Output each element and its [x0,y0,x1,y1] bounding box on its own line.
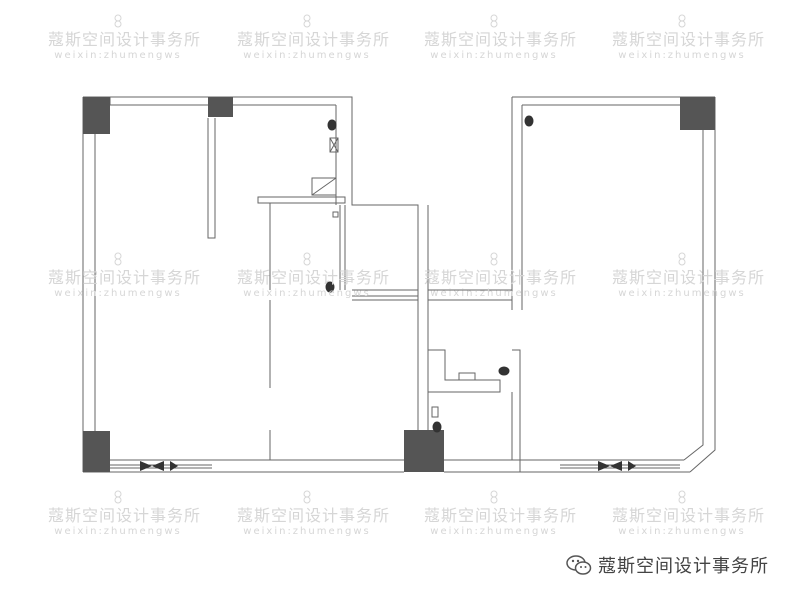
stub-wall [207,118,216,239]
window-symbol-right [598,461,622,471]
right-unit-walls [428,96,716,473]
basin-1-cross [329,137,339,153]
toilet-2-icon [524,115,534,127]
left-unit-outer-wall [83,96,419,300]
wechat-icon [566,555,592,575]
window-symbol-left-2 [170,461,178,471]
left-unit-walls [82,96,429,473]
column-s-mid [404,430,444,472]
right-unit-east-inner [683,130,704,461]
bath-block [428,349,501,393]
structural-columns [83,97,715,472]
column-n-mid [208,97,233,117]
column-nw [83,97,110,134]
small-sink-icon [332,211,339,218]
window-symbol-right-2 [628,461,636,471]
toilet-5-icon [432,421,442,433]
counter-top [257,196,346,204]
column-sw [83,431,110,472]
basin-1-icon [329,137,339,153]
basin-2-icon [458,372,476,381]
bath-block-wall [512,349,521,472]
column-ne [680,97,715,130]
fixture-outlines [311,137,476,418]
toilet-4-icon [498,366,510,376]
toilet-3-icon [325,281,335,293]
window-symbols [140,461,636,471]
brand-signature: 蔻斯空间设计事务所 [566,552,769,578]
fixtures [325,115,534,433]
sink-counter-icon [311,177,337,196]
toilet-1-icon [327,119,337,131]
brand-label: 蔻斯空间设计事务所 [598,556,769,577]
basin-3-icon [431,406,439,418]
window-symbol-left [140,461,164,471]
right-unit-east-outer [689,97,716,473]
